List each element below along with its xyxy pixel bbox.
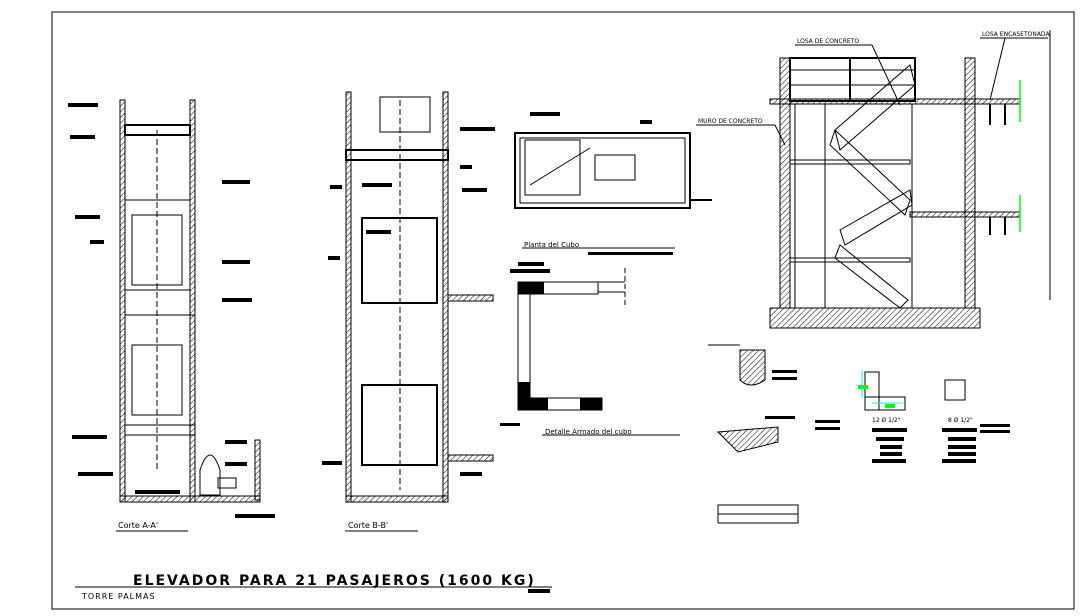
section-a-a: Corte A-A' — [68, 99, 275, 532]
column-detail-12: 12 Ø 1/2" — [872, 417, 901, 424]
shaft-plan: Planta del Cubo — [460, 112, 712, 255]
label-losa-encasetonada: LOSA ENCASETONADA — [982, 31, 1050, 38]
title-block: ELEVADOR PARA 21 PASAJEROS (1600 KG) TOR… — [75, 573, 552, 601]
column-detail-8: 8 Ø 1/2" — [948, 417, 973, 424]
section-b-b: Corte B-B' — [322, 91, 495, 532]
sheet-border — [51, 11, 1075, 610]
section-b-label: Corte B-B' — [348, 521, 388, 530]
section-a-label: Corte A-A' — [118, 521, 158, 530]
reinforcement-label: Detalle Armado del cubo — [545, 428, 632, 436]
drawing-subtitle: TORRE PALMAS — [81, 592, 156, 601]
reinforcement-detail: Detalle Armado del cubo — [500, 262, 680, 436]
plan-label: Planta del Cubo — [524, 241, 579, 249]
misc-details: 12 Ø 1/2" 8 Ø 1/2" — [708, 344, 1010, 524]
label-muro-concreto: MURO DE CONCRETO — [698, 118, 763, 125]
stair-section: LOSA DE CONCRETO LOSA ENCASETONADA MURO … — [696, 30, 1051, 329]
drawing-title: ELEVADOR PARA 21 PASAJEROS (1600 KG) — [133, 573, 536, 589]
label-losa-concreto: LOSA DE CONCRETO — [797, 38, 859, 45]
